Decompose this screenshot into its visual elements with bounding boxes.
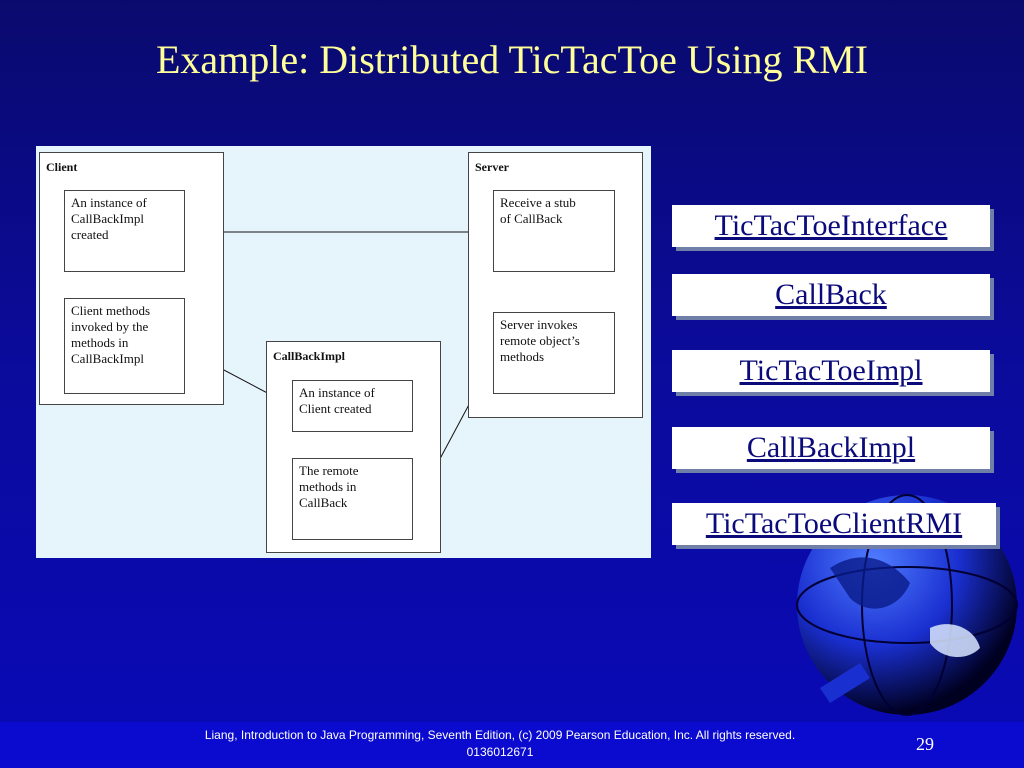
client-methods-text: Client methods invoked by the methods in… bbox=[71, 303, 151, 366]
server-receive-text: Receive a stub of CallBack bbox=[500, 195, 576, 226]
server-receive-box: Receive a stub of CallBack bbox=[493, 190, 615, 272]
slide-title: Example: Distributed TicTacToe Using RMI bbox=[155, 37, 869, 82]
callbackimpl-remote-text: The remote methods in CallBack bbox=[299, 463, 359, 510]
client-header: Client bbox=[46, 160, 78, 174]
link-tictactoeimpl[interactable]: TicTacToeImpl bbox=[672, 350, 990, 392]
callbackimpl-instance-text: An instance of Client created bbox=[299, 385, 375, 416]
callbackimpl-remote-box: The remote methods in CallBack bbox=[292, 458, 413, 540]
globe-icon bbox=[796, 494, 1018, 716]
link-callbackimpl[interactable]: CallBackImpl bbox=[672, 427, 990, 469]
link-tictactoeclientrmi[interactable]: TicTacToeClientRMI bbox=[672, 503, 996, 545]
client-methods-box: Client methods invoked by the methods in… bbox=[64, 298, 185, 394]
footer-copyright: Liang, Introduction to Java Programming,… bbox=[204, 728, 796, 759]
server-header: Server bbox=[475, 160, 509, 174]
client-instance-text: An instance of CallBackImpl created bbox=[71, 195, 147, 242]
page-number: 29 bbox=[916, 734, 934, 754]
server-invoke-text: Server invokes remote object’s methods bbox=[500, 317, 580, 364]
rmi-diagram: Client An instance of CallBackImpl creat… bbox=[36, 146, 651, 558]
link-callback[interactable]: CallBack bbox=[672, 274, 990, 316]
server-invoke-box: Server invokes remote object’s methods bbox=[493, 312, 615, 394]
slide-footer: Liang, Introduction to Java Programming,… bbox=[0, 722, 1024, 768]
callbackimpl-header: CallBackImpl bbox=[273, 349, 346, 363]
client-instance-box: An instance of CallBackImpl created bbox=[64, 190, 185, 272]
callbackimpl-instance-box: An instance of Client created bbox=[292, 380, 413, 432]
link-tictactoeinterface[interactable]: TicTacToeInterface bbox=[672, 205, 990, 247]
